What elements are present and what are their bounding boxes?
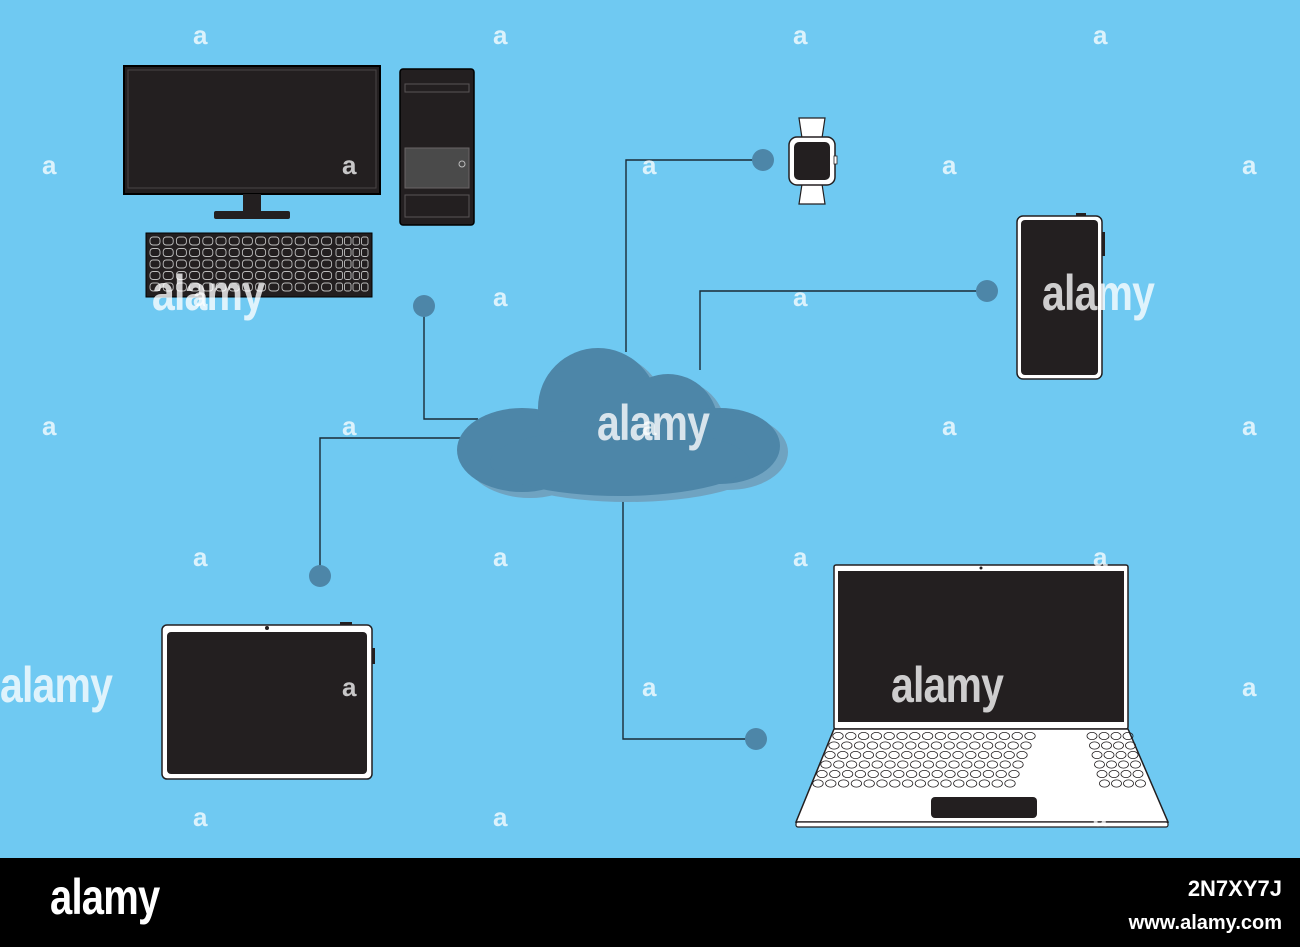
watermark-logo: alamy (0, 657, 113, 713)
touchpad (931, 797, 1037, 818)
link-tablet (319, 437, 466, 576)
watermark-tile: a (42, 150, 57, 180)
connection-nodes (309, 149, 998, 750)
watermark-tile: a (942, 411, 957, 441)
watermark-tile: a (1242, 150, 1257, 180)
desktop-computer-icon (123, 65, 475, 298)
node-laptop (745, 728, 767, 750)
watermark-tile: a (793, 282, 808, 312)
node-tablet (309, 565, 331, 587)
watermark-tile: a (342, 672, 357, 702)
node-smartphone (976, 280, 998, 302)
watermark-tile: a (493, 802, 508, 832)
watermark-tile: a (793, 20, 808, 50)
watermark-tile: a (1093, 20, 1108, 50)
watermark-tile: a (793, 542, 808, 572)
image-id: 2N7XY7J (1187, 876, 1282, 901)
monitor (123, 65, 381, 195)
watermark-tile: a (642, 672, 657, 702)
watermark-tile: a (42, 411, 57, 441)
watermark-tile: a (193, 802, 208, 832)
watermark-tile: a (1242, 411, 1257, 441)
diagram-svg (123, 65, 1170, 828)
watermark-tile: a (642, 150, 657, 180)
watermark-tile: a (493, 542, 508, 572)
watermark-tile: a (193, 282, 208, 312)
watermark-tile: a (493, 282, 508, 312)
laptop-icon (794, 564, 1170, 828)
watermark-tile: a (1093, 542, 1108, 572)
watermark-tile: a (493, 20, 508, 50)
link-desktop (423, 306, 478, 420)
watermark-tile: a (1093, 802, 1108, 832)
node-desktop (413, 295, 435, 317)
link-laptop (622, 495, 756, 740)
footer-bar: alamy 2N7XY7J www.alamy.com (0, 858, 1300, 947)
watermark-tile: a (342, 411, 357, 441)
tablet-icon (161, 622, 375, 780)
watermark-logo: alamy (597, 395, 710, 451)
keyboard (145, 232, 373, 298)
node-smartwatch (752, 149, 774, 171)
smartwatch-icon (788, 117, 838, 205)
watermark-tile: a (642, 411, 657, 441)
smartphone-icon (1016, 213, 1105, 380)
watermark-tile: a (1242, 672, 1257, 702)
link-smartphone (699, 290, 987, 370)
watermark-logo: alamy (891, 657, 1004, 713)
watermark-tile: a (342, 150, 357, 180)
cloud-icon (457, 348, 788, 502)
watermark-tile: a (193, 542, 208, 572)
watermark-logo: alamy (1042, 265, 1155, 321)
watermark-tile: a (193, 20, 208, 50)
connection-lines (319, 159, 987, 740)
site-url: www.alamy.com (1128, 912, 1282, 934)
footer-logo: alamy (50, 869, 160, 925)
watermark-tile: a (942, 150, 957, 180)
link-smartwatch (625, 159, 762, 352)
watermark-logo: alamy (152, 265, 265, 321)
